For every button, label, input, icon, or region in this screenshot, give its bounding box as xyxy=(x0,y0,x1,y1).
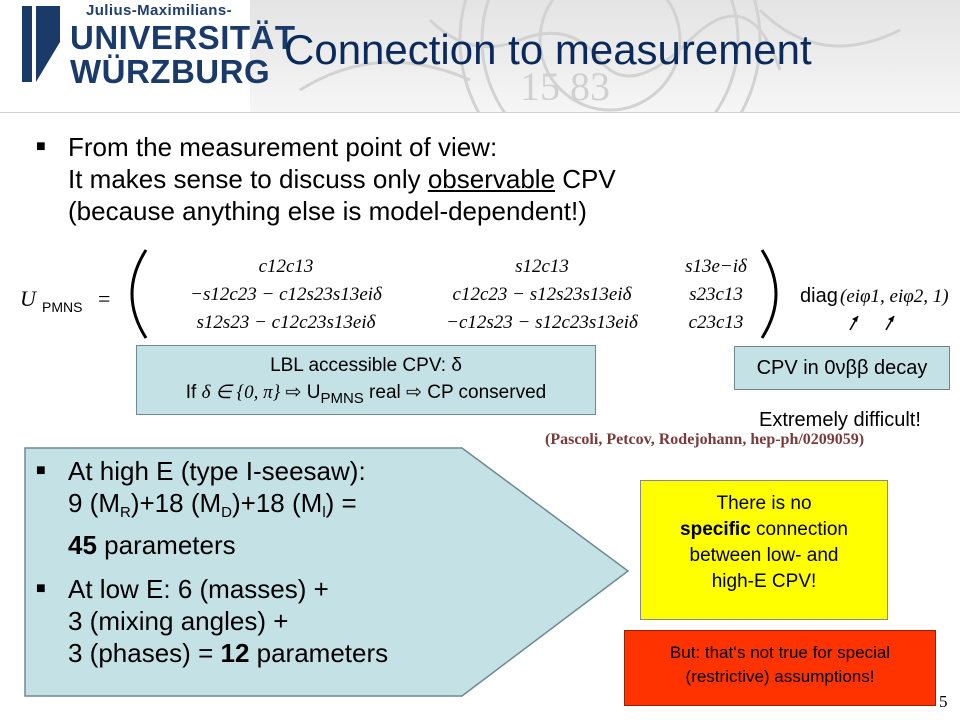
matrix-equals: = xyxy=(98,286,110,311)
lbl-line-2-post: real ⇨ CP conserved xyxy=(363,382,547,403)
low-e-line-3: 3 (phases) = 12 parameters xyxy=(68,637,506,669)
slide-title: Connection to measurement xyxy=(284,26,812,73)
pmns-matrix-equation: U PMNS = c12c13 s12c13 s13e−iδ −s12c23 −… xyxy=(20,249,949,339)
reference-citation: (Pascoli, Petcov, Rodejohann, hep-ph/020… xyxy=(545,431,865,448)
matrix-left-paren xyxy=(130,249,148,339)
yellow-line-2: specific connection xyxy=(641,517,887,543)
low-e-pre: 3 (phases) = xyxy=(68,638,221,668)
yellow-line-2-rest: connection xyxy=(750,519,848,540)
bullet-square-icon: ■ xyxy=(36,138,46,155)
matrix-diag-args: (eiφ1, eiφ2, 1) xyxy=(840,286,949,307)
lbl-line-2-pre: If xyxy=(185,382,202,403)
main-bullet-line-2-post: CPV xyxy=(555,164,616,194)
phase-arrow-2-head xyxy=(888,316,894,322)
cpv-0nbb-box: CPV in 0νββ decay xyxy=(734,346,950,390)
high-e-count: 45 xyxy=(68,530,97,560)
matrix-cell-3-2: −c12s23 − s12c23s13eiδ xyxy=(446,312,639,333)
lbl-math: δ ∈ {0, π} xyxy=(201,382,281,403)
matrix-cell-2-3: s23c13 xyxy=(689,284,743,305)
red-line-2: (restrictive) assumptions! xyxy=(685,667,875,686)
matrix-cell-1-2: s12c13 xyxy=(515,256,569,277)
lbl-line-1: LBL accessible CPV: δ xyxy=(270,355,462,376)
high-e-line-3: 45 parameters xyxy=(68,529,506,561)
high-e-rest: parameters xyxy=(96,530,236,560)
high-e-part-b: )+18 (M xyxy=(130,488,222,518)
low-e-post: parameters xyxy=(249,638,389,668)
main-bullet-line-3: (because anything else is model-dependen… xyxy=(68,196,587,226)
extremely-difficult-note: Extremely difficult! xyxy=(759,409,921,431)
header-background xyxy=(250,0,960,112)
main-bullet-line-1: From the measurement point of view: xyxy=(68,132,498,162)
phase-arrow-1-head xyxy=(852,316,858,322)
high-e-line-1: At high E (type I-seesaw): xyxy=(68,456,366,486)
yellow-line-1: There is no xyxy=(716,493,812,514)
sub-r: R xyxy=(120,504,131,521)
lbl-line-2-mid: ⇨ U xyxy=(280,382,321,403)
seal-numbers: 15 83 xyxy=(520,64,610,109)
yellow-line-4: high-E CPV! xyxy=(711,571,817,592)
high-e-part-a: 9 (M xyxy=(68,488,120,518)
university-logo: Julius-Maximilians- UNIVERSITÄT WÜRZBURG xyxy=(14,0,295,100)
sub-d: D xyxy=(221,504,232,521)
parameters-arrow-shape xyxy=(24,447,630,697)
logo-subtitle: Julius-Maximilians- xyxy=(86,2,232,19)
low-e-line-1: At low E: 6 (masses) + xyxy=(68,574,329,604)
list-item-low-e: ■ At low E: 6 (masses) + 3 (mixing angle… xyxy=(36,573,506,669)
logo-line-2: WÜRZBURG xyxy=(70,53,271,90)
matrix-cell-2-2: c12c23 − s12s23s13eiδ xyxy=(453,284,633,305)
yellow-bold-word: specific xyxy=(680,519,751,540)
special-assumptions-box: But: that‘s not true for special (restri… xyxy=(624,630,936,706)
red-line-1: But: that‘s not true for special xyxy=(669,643,891,662)
low-e-line-2: 3 (mixing angles) + xyxy=(68,606,289,636)
sub-l: l xyxy=(322,504,326,521)
yellow-line-3: between low- and xyxy=(689,545,839,566)
parameters-list: ■ At high E (type I-seesaw): 9 (MR)+18 (… xyxy=(36,455,506,669)
header-divider xyxy=(0,112,960,113)
logo-mark-icon xyxy=(22,6,60,82)
lbl-subscript: PMNS xyxy=(320,390,364,407)
matrix-lhs: U xyxy=(20,286,38,311)
header-banner: 15 83 Julius-Maximilians- UNIVERSITÄT WÜ… xyxy=(0,0,960,112)
no-connection-box: There is no specific connection between … xyxy=(640,480,888,620)
page-number: 5 xyxy=(939,692,948,711)
matrix-cell-1-3: s13e−iδ xyxy=(685,256,748,277)
list-item-high-e: ■ At high E (type I-seesaw): 9 (MR)+18 (… xyxy=(36,455,506,561)
matrix-right-paren xyxy=(760,249,778,339)
bullet-square-icon: ■ xyxy=(36,580,46,597)
low-e-count: 12 xyxy=(220,638,250,668)
bullet-square-icon: ■ xyxy=(36,462,46,479)
university-seal-watermark: 15 83 xyxy=(299,0,901,112)
matrix-diag-label: diag xyxy=(800,285,838,307)
main-bullet-line-2: It makes sense to discuss only observabl… xyxy=(68,163,616,195)
lbl-cpv-box: LBL accessible CPV: δ If δ ∈ {0, π} ⇨ UP… xyxy=(136,345,596,415)
main-bullet-text: From the measurement point of view: It m… xyxy=(68,131,616,227)
logo-line-1: UNIVERSITÄT xyxy=(70,19,296,56)
high-e-line-2: 9 (MR)+18 (MD)+18 (Ml) = xyxy=(68,487,506,529)
matrix-cell-1-1: c12c13 xyxy=(259,256,314,277)
matrix-lhs-sub: PMNS xyxy=(42,299,82,315)
high-e-part-d: ) = xyxy=(325,488,357,518)
main-bullet-line-2-pre: It makes sense to discuss only xyxy=(68,164,428,194)
high-e-part-c: )+18 (M xyxy=(232,488,323,518)
lbl-line-2: If δ ∈ {0, π} ⇨ UPMNS real ⇨ CP conserve… xyxy=(137,379,595,412)
matrix-cell-2-1: −s12c23 − c12s23s13eiδ xyxy=(190,284,383,305)
matrix-cell-3-3: c23c13 xyxy=(689,312,744,333)
underlined-word: observable xyxy=(427,164,556,194)
matrix-cell-3-1: s12s23 − c12c23s13eiδ xyxy=(197,312,377,333)
